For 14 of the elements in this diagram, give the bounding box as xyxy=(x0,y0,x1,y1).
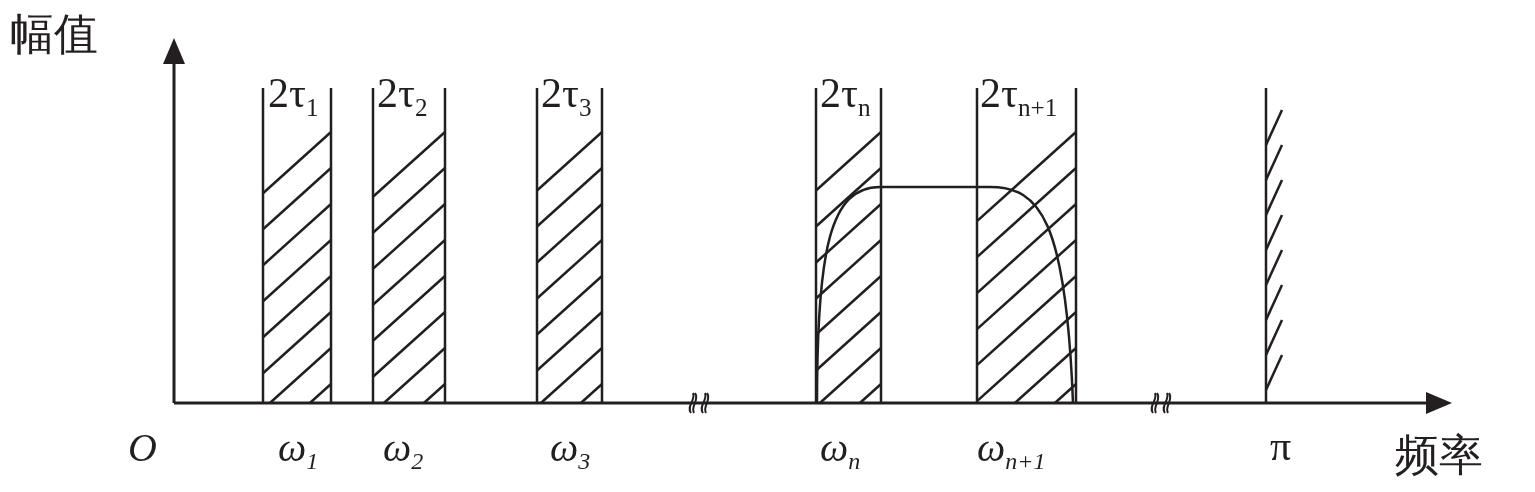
band-label: 2τ$_{3}$ xyxy=(541,72,592,120)
tick-label: π xyxy=(1270,425,1292,467)
tick-label: ω$_{n+1}$ xyxy=(977,428,1046,474)
band-label: 2τ$_{1}$ xyxy=(268,72,319,120)
tick-label: ω$_{2}$ xyxy=(383,428,424,474)
tick-label: ω$_{1}$ xyxy=(278,428,319,474)
tick-label: ω$_{3}$ xyxy=(550,428,591,474)
band-label: 2τ$_{2}$ xyxy=(377,72,428,120)
origin-label: O xyxy=(128,428,157,468)
axis-label: 幅值 xyxy=(10,12,98,56)
tick-label: ω$_{n}$ xyxy=(820,428,861,474)
band-label: 2τ$_{n}$ xyxy=(820,72,871,120)
band-label: 2τ$_{n+1}$ xyxy=(980,72,1058,120)
axis-label: 频率 xyxy=(1395,433,1483,477)
